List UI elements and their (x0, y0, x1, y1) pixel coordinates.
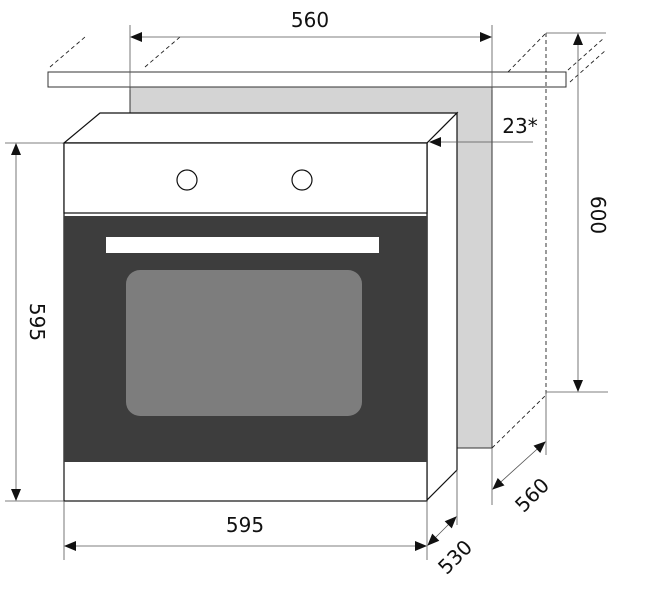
dimension-lines (5, 25, 608, 560)
label-front-offset: 23* (502, 114, 537, 138)
oven (62, 111, 459, 502)
dim-niche-depth (492, 441, 546, 490)
label-niche-width: 560 (291, 8, 329, 32)
dim-oven-depth (427, 516, 457, 546)
knob-right (291, 169, 313, 191)
oven-top-face (62, 112, 459, 144)
oven-side-face (426, 111, 458, 502)
door-handle (106, 237, 379, 253)
door-window (126, 270, 362, 416)
countertop (47, 71, 567, 88)
knob-left (176, 169, 198, 191)
niche-dashed-edges (49, 32, 607, 449)
label-oven-height: 595 (25, 303, 49, 341)
label-niche-height: 600 (586, 196, 610, 234)
label-oven-depth: 530 (433, 535, 477, 579)
control-panel (63, 142, 428, 214)
label-niche-depth: 560 (510, 473, 554, 517)
label-oven-width: 595 (226, 513, 264, 537)
